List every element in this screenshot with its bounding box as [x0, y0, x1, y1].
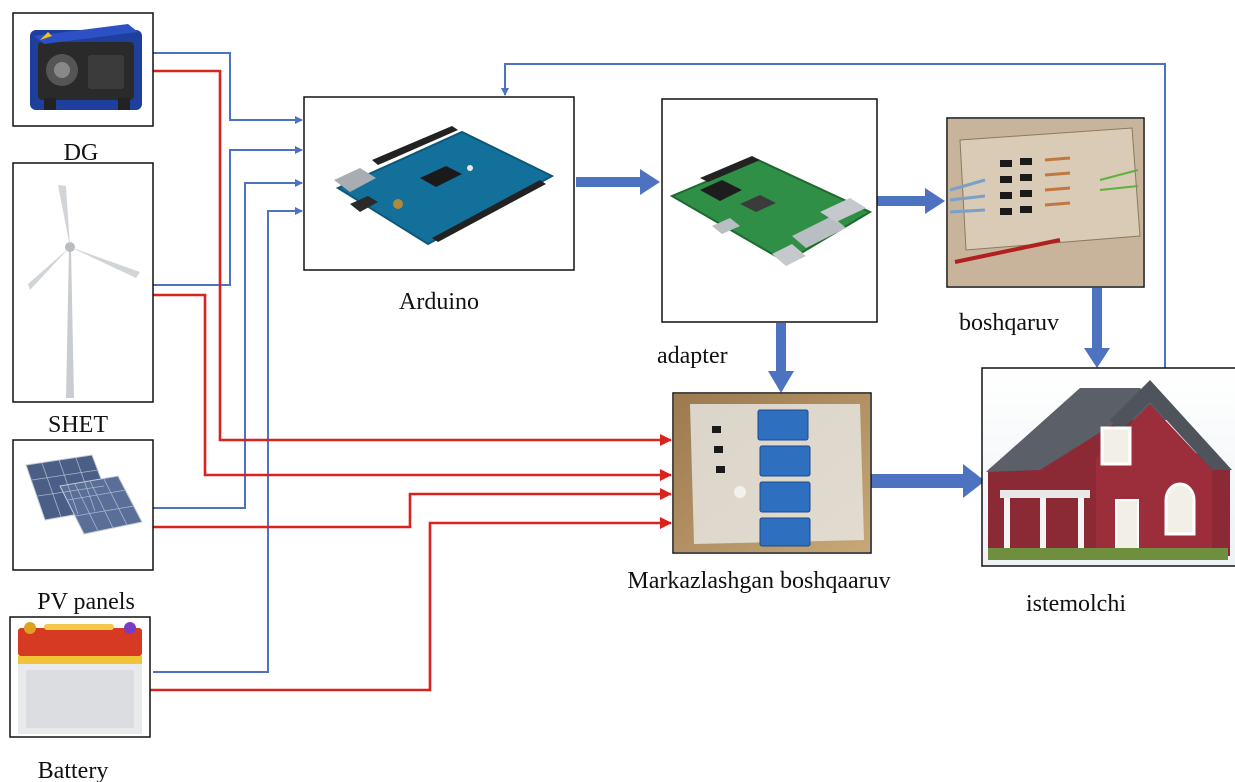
- dg-label: DG: [64, 140, 99, 166]
- raspberry-pi-icon: [669, 156, 873, 266]
- power-pv: [150, 488, 672, 529]
- generator-icon: [30, 24, 142, 110]
- shet-label: SHET: [48, 412, 108, 438]
- pv-node: [12, 439, 154, 571]
- pv-label: PV panels: [37, 589, 135, 615]
- relay-board-icon: [674, 394, 870, 552]
- data-buses: [576, 169, 1110, 498]
- signal-wires: [153, 52, 1166, 673]
- wire-pv-to-arduino: [153, 179, 303, 509]
- power-battery: [150, 517, 672, 692]
- central-control-label: Markazlashgan boshqaaruv: [627, 568, 890, 594]
- dg-node: [12, 12, 154, 127]
- wind-turbine-icon: [28, 185, 140, 398]
- power-shet: [150, 293, 672, 481]
- house-icon: [983, 369, 1235, 565]
- adapter-node: [661, 98, 878, 323]
- arduino-node: [303, 96, 575, 271]
- consumer-label: istemolchi: [1026, 591, 1126, 617]
- wire-shet-to-arduino: [153, 146, 303, 286]
- power-dg: [153, 69, 672, 446]
- bus-adapter-to-boshqaruv: [877, 188, 945, 214]
- wire-dg-to-arduino: [153, 52, 303, 124]
- solar-panels-icon: [25, 454, 143, 535]
- bus-boshqaruv-to-consumer: [1084, 288, 1110, 368]
- wire-battery-to-arduino: [153, 207, 303, 673]
- adapter-label: adapter: [657, 343, 728, 369]
- arduino-label: Arduino: [399, 289, 479, 315]
- power-wires: [150, 69, 672, 692]
- battery-icon: [18, 622, 142, 734]
- boshqaruv-label: boshqaruv: [959, 310, 1059, 336]
- bus-arduino-to-adapter: [576, 169, 660, 195]
- control-board-icon: [948, 119, 1143, 286]
- consumer-node: [981, 367, 1235, 567]
- bus-adapter-to-central: [768, 323, 794, 393]
- central-control-node: [672, 392, 872, 554]
- bus-central-to-consumer: [871, 464, 985, 498]
- battery-label: Battery: [38, 758, 109, 782]
- arduino-board-icon: [334, 126, 555, 246]
- boshqaruv-node: [946, 117, 1145, 288]
- battery-node: [9, 616, 151, 738]
- shet-node: [12, 162, 154, 403]
- wire-feedback-to-arduino: [501, 63, 1166, 368]
